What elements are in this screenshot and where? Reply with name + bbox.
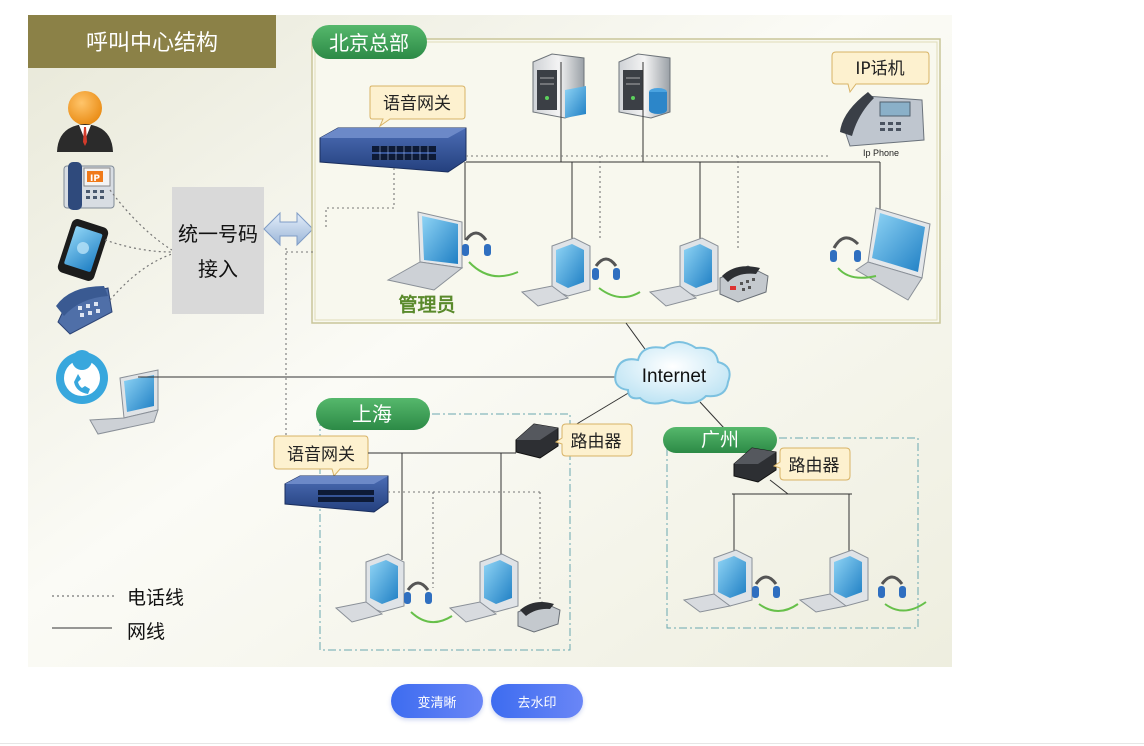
shanghai-workstation-1-icon <box>334 553 453 623</box>
shanghai-gateway-text: 语音网关 <box>287 445 355 465</box>
shanghai-router-callout: 路由器 <box>554 423 633 457</box>
ip-phone-caption: Ip Phone <box>863 148 899 158</box>
server-icon <box>532 53 586 119</box>
caller-phone-lines <box>104 189 173 301</box>
guangzhou-workstation-2-icon <box>798 549 927 613</box>
beijing-network-lines <box>464 62 881 240</box>
internet-label: Internet <box>642 366 707 387</box>
shanghai-workstation-2-icon <box>448 553 561 633</box>
shanghai-phone-lines <box>388 491 541 600</box>
guangzhou-region-box <box>666 437 919 629</box>
beijing-gateway-text: 语音网关 <box>383 94 451 114</box>
remote-agent-icon <box>56 350 108 404</box>
bottom-divider <box>0 743 1144 744</box>
beijing-phone-lines <box>325 155 828 250</box>
admin-label: 管理员 <box>398 293 455 316</box>
shanghai-region-box <box>319 413 571 651</box>
smartphone-icon <box>57 219 109 281</box>
legend-network-line-label: 网线 <box>127 621 165 643</box>
shanghai-label-text: 上海 <box>352 402 392 426</box>
access-line2: 接入 <box>198 257 238 281</box>
customer-person-icon <box>57 91 113 152</box>
shanghai-router-icon <box>515 423 559 459</box>
shanghai-network-lines <box>368 452 516 560</box>
unified-access-box: 统一号码 接入 <box>172 187 264 314</box>
beijing-label-text: 北京总部 <box>329 31 409 55</box>
enhance-clarity-button[interactable]: 变清晰 <box>391 684 483 718</box>
access-line1: 统一号码 <box>178 222 258 246</box>
shanghai-gateway-callout: 语音网关 <box>273 435 369 478</box>
guangzhou-label-text: 广州 <box>701 429 739 451</box>
title-text: 呼叫中心结构 <box>86 31 218 56</box>
ip-phone-icon: Ip Phone <box>840 92 925 158</box>
remote-laptop-icon <box>89 369 159 435</box>
guangzhou-router-callout: 路由器 <box>772 447 851 481</box>
beijing-region-label: 北京总部 <box>312 25 427 59</box>
guangzhou-region-label: 广州 <box>663 427 777 453</box>
guangzhou-workstation-1-icon <box>682 549 799 613</box>
shanghai-region-label: 上海 <box>316 398 430 430</box>
shanghai-voice-gateway-switch-icon <box>284 475 389 513</box>
ip-phone-callout: IP话机 <box>831 51 930 94</box>
legend-phone-line-label: 电话线 <box>127 587 184 609</box>
beijing-gateway-callout: 语音网关 <box>369 85 466 128</box>
guangzhou-router-icon <box>733 447 777 483</box>
beijing-workstation-1-icon <box>520 237 641 307</box>
beijing-workstation-2-icon <box>648 237 769 307</box>
ip-desk-phone-icon: IP <box>63 162 115 210</box>
remove-watermark-button[interactable]: 去水印 <box>491 684 583 718</box>
diagram-title: 呼叫中心结构 <box>28 15 276 68</box>
ip-phone-callout-text: IP话机 <box>855 59 904 79</box>
database-server-icon <box>618 53 671 119</box>
shanghai-router-text: 路由器 <box>571 432 622 452</box>
guangzhou-network-lines <box>732 479 852 556</box>
beijing-laptop-agent-icon <box>830 207 931 301</box>
ip-badge-text: IP <box>90 174 100 184</box>
guangzhou-router-text: 路由器 <box>789 456 840 476</box>
internet-cloud-icon: Internet <box>614 341 731 405</box>
admin-laptop-icon <box>386 211 519 291</box>
beijing-voice-gateway-switch-icon <box>319 127 467 173</box>
legend: 电话线 网线 <box>52 587 184 643</box>
